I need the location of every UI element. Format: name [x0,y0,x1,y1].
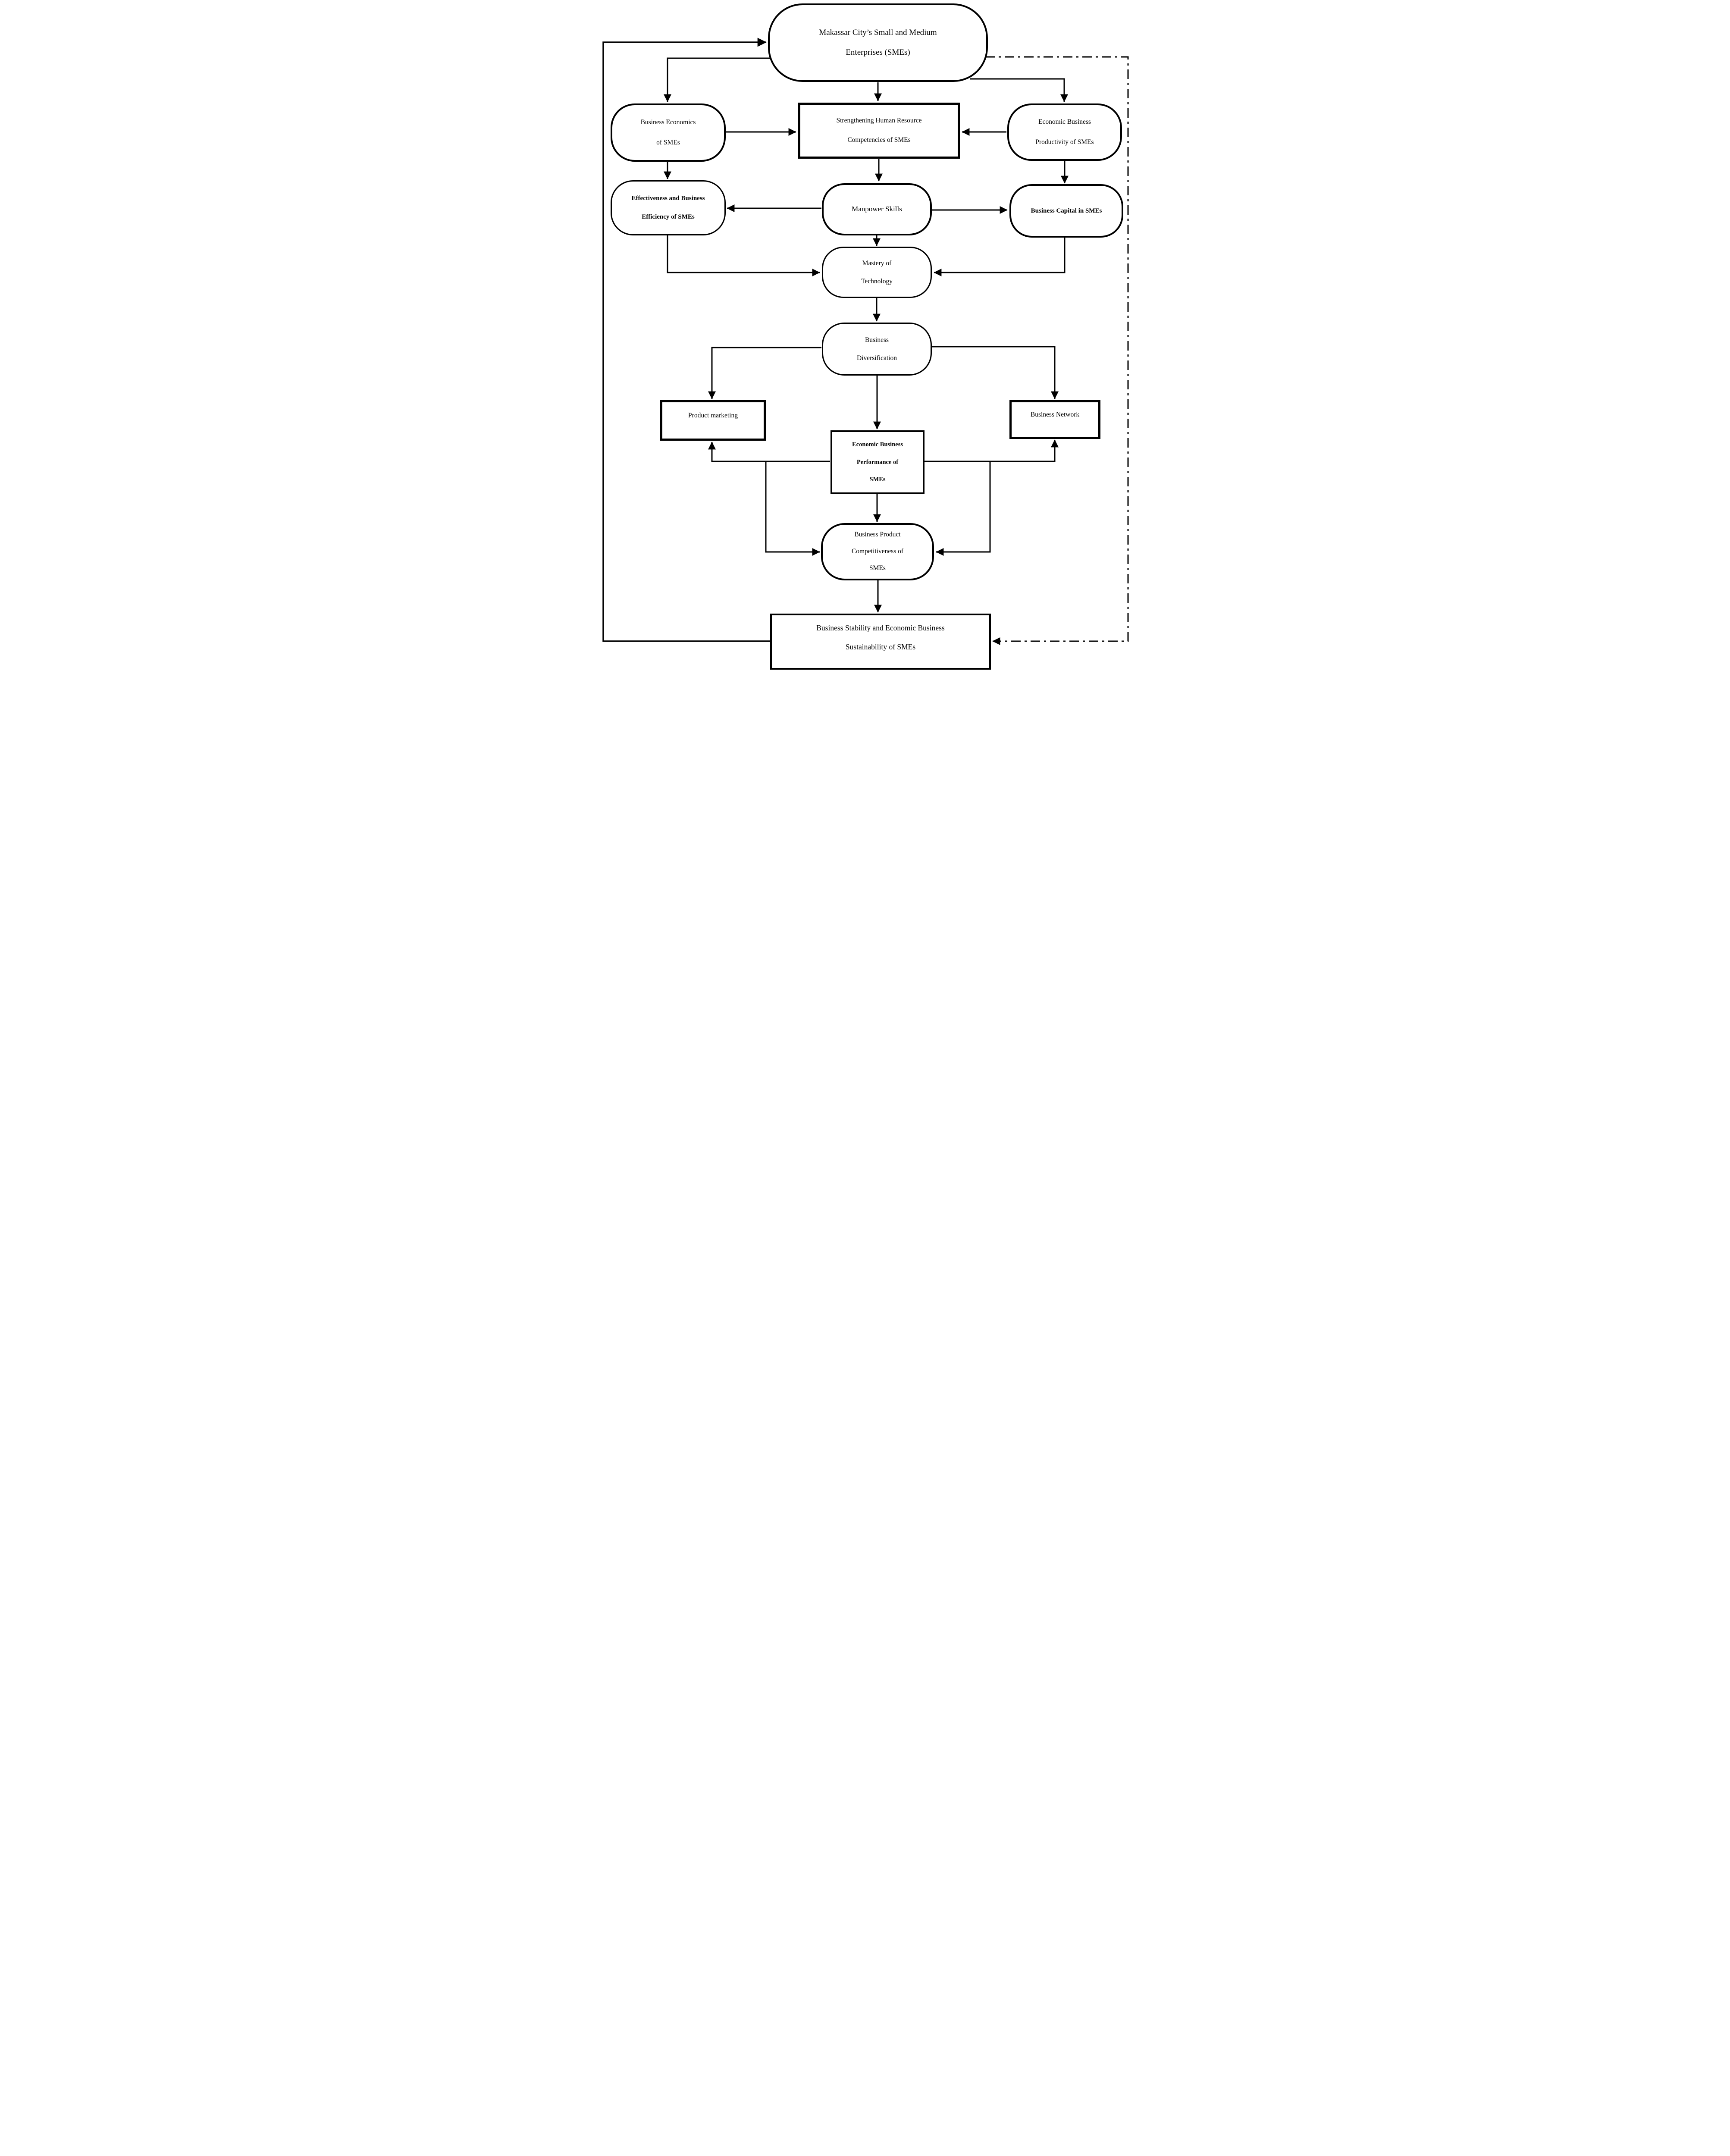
node-smes-label: Makassar City’s Small and Medium Enterpr… [819,28,937,57]
node-business-economics: Business Economics of SMEs [611,103,726,162]
node-product-marketing-label: Product marketing [688,412,738,419]
node-business-diversification: Business Diversification [822,323,932,376]
node-smes: Makassar City’s Small and Medium Enterpr… [768,3,988,82]
node-business-capital: Business Capital in SMEs [1009,184,1123,238]
edge-effectiveness-to-mastery [667,235,820,276]
node-effectiveness-efficiency-label: Effectiveness and Business Efficiency of… [631,194,705,221]
node-product-marketing: Product marketing [660,400,766,441]
edge-business-capital-to-mastery [934,238,1066,276]
node-business-stability-label: Business Stability and Economic Business… [816,624,945,651]
edge-smes-to-stability-dashdot [985,56,1129,645]
node-business-stability: Business Stability and Economic Business… [770,614,991,670]
node-manpower-skills-label: Manpower Skills [852,205,902,213]
flowchart-canvas: Makassar City’s Small and Medium Enterpr… [598,0,1132,673]
connector-layer [602,38,1129,645]
node-strengthening-hr-label: Strengthening Human Resource Competencie… [836,117,922,144]
node-economic-productivity: Economic Business Productivity of SMEs [1007,103,1122,161]
node-business-diversification-label: Business Diversification [857,336,897,362]
edge-smes-to-economic-productivity [970,78,1068,102]
edge-smes-to-business-economics [664,57,770,102]
node-business-network: Business Network [1009,400,1100,439]
node-economic-performance: Economic Business Performance of SMEs [831,430,925,494]
edge-left-branch-to-competitiveness [765,461,820,556]
node-business-capital-label: Business Capital in SMEs [1031,207,1102,214]
node-product-competitiveness: Business Product Competitiveness of SMEs [821,523,934,580]
node-mastery-technology-label: Mastery of Technology [861,259,893,285]
node-economic-performance-label: Economic Business Performance of SMEs [852,441,903,483]
node-effectiveness-efficiency: Effectiveness and Business Efficiency of… [611,180,726,235]
node-business-network-label: Business Network [1030,411,1080,418]
node-mastery-technology: Mastery of Technology [822,247,932,298]
node-product-competitiveness-label: Business Product Competitiveness of SMEs [851,531,904,572]
node-business-economics-label: Business Economics of SMEs [640,119,696,146]
node-economic-productivity-label: Economic Business Productivity of SMEs [1035,118,1094,146]
node-manpower-skills: Manpower Skills [822,183,932,235]
edge-performance-to-business-network [925,439,1059,462]
edge-diversification-to-business-network [932,346,1059,399]
edge-stability-to-smes [602,38,770,642]
edge-diversification-to-product-marketing [708,347,821,399]
node-strengthening-hr: Strengthening Human Resource Competencie… [798,103,960,159]
edge-performance-to-product-marketing [708,442,830,462]
edge-right-branch-to-competitiveness [936,461,991,556]
